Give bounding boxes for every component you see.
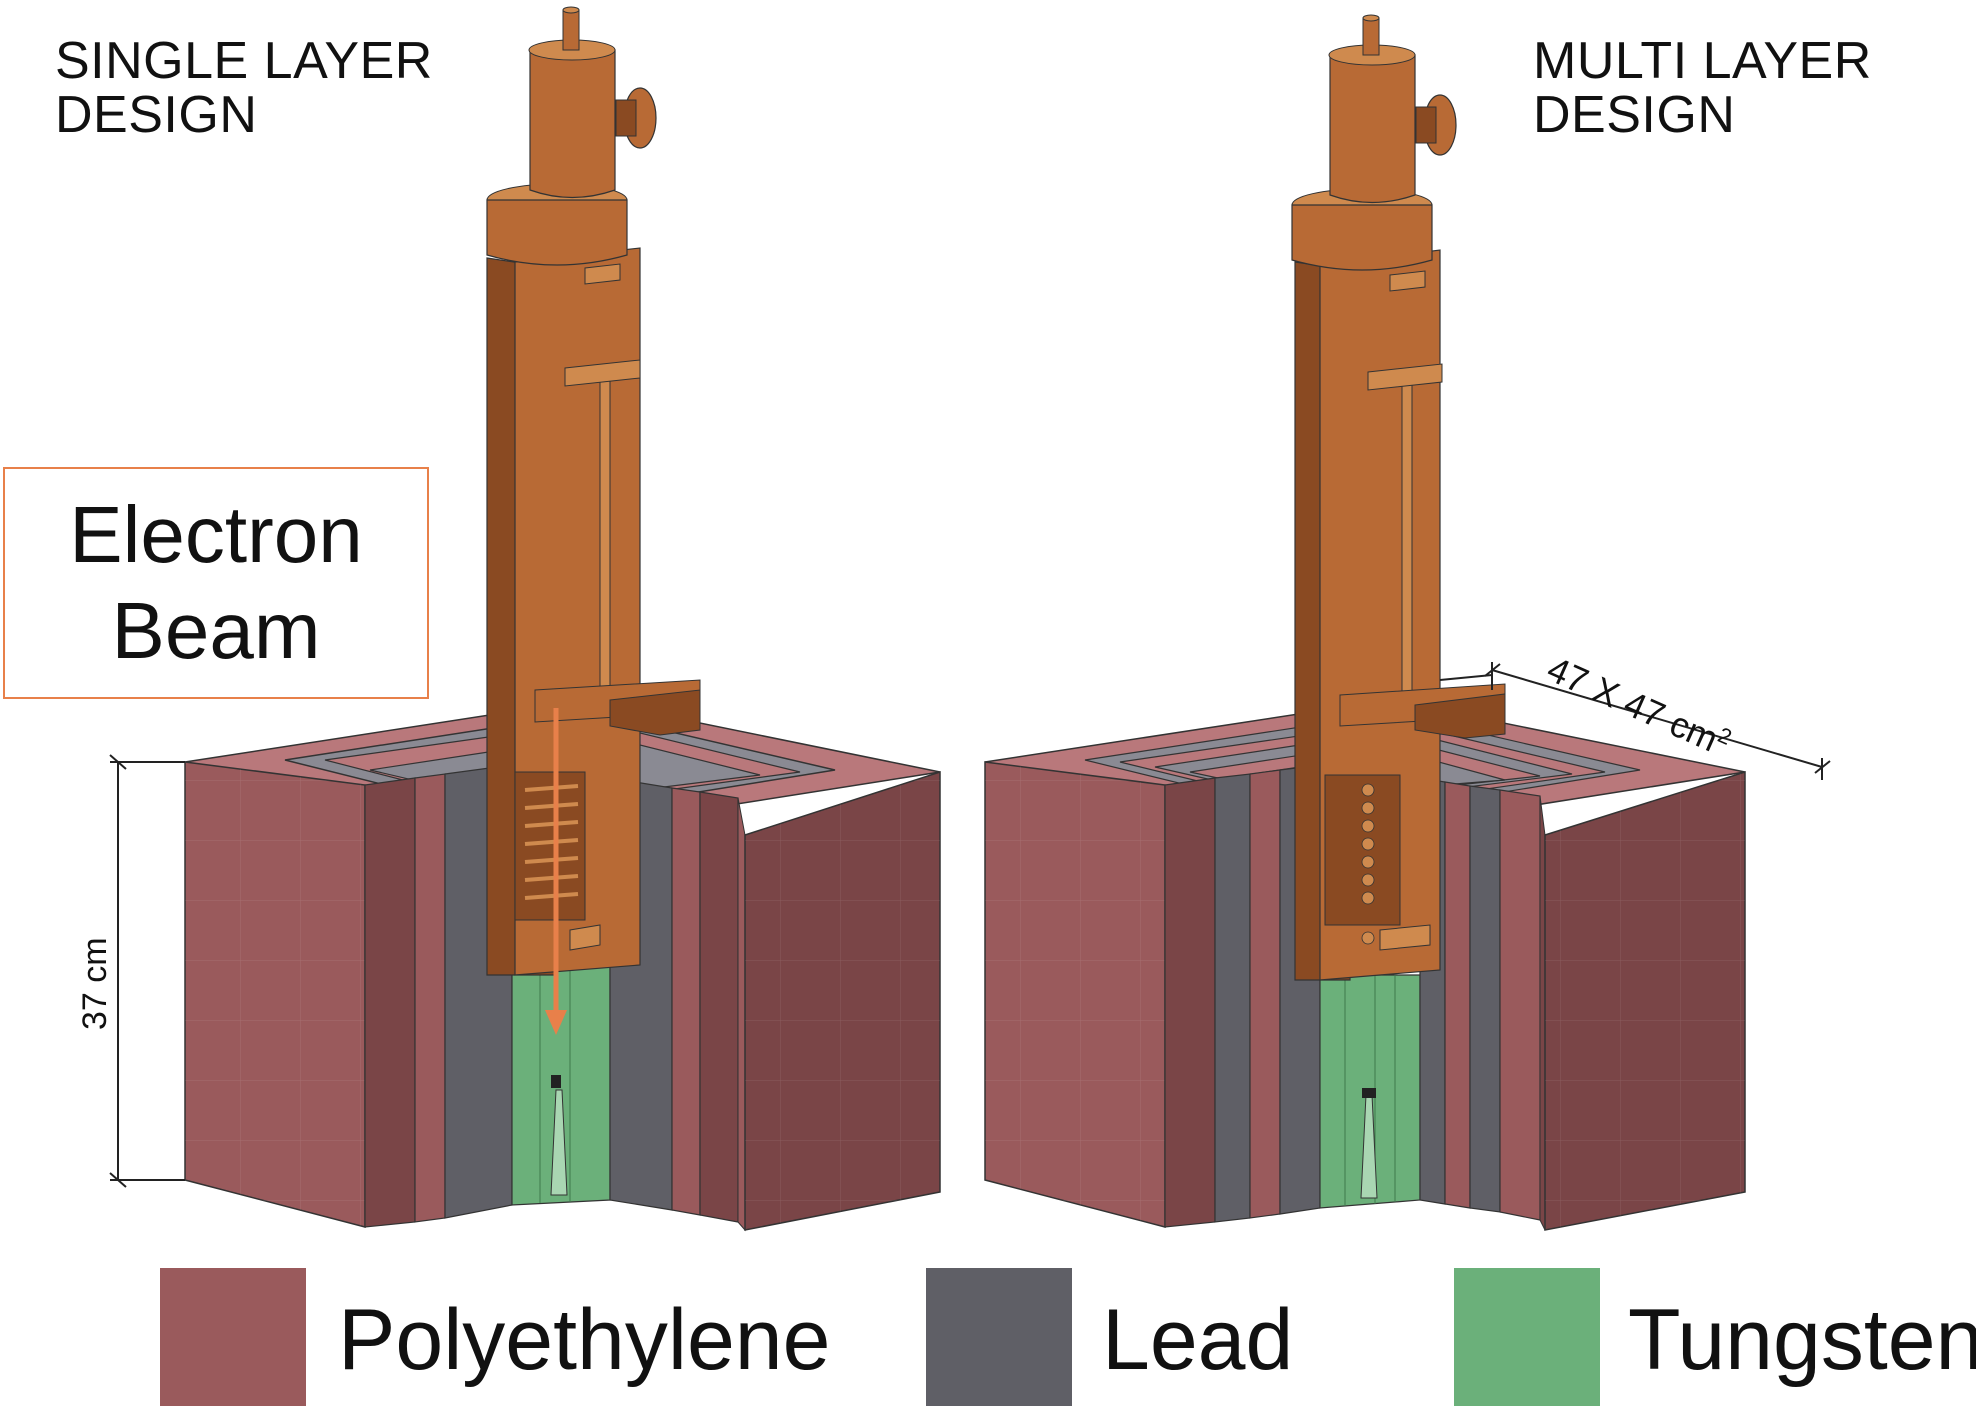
electron-beam-label-line-1: Electron [69, 490, 363, 579]
electron-beam-callout: Electron Beam [3, 467, 429, 699]
single-layer-title: SINGLE LAYER DESIGN [55, 34, 433, 142]
multi-layer-title-line-2: DESIGN [1533, 86, 1736, 144]
legend-label-tungsten: Tungsten [1628, 1292, 1976, 1388]
single-layer-shield [184, 699, 941, 1232]
legend-swatch-lead [926, 1268, 1072, 1406]
single-layer-title-line-1: SINGLE LAYER [55, 32, 433, 90]
multi-layer-title: MULTI LAYER DESIGN [1533, 34, 1872, 142]
beam-arrow-head [545, 1010, 567, 1035]
single-layer-title-line-2: DESIGN [55, 86, 258, 144]
legend-swatch-polyethylene [160, 1268, 306, 1406]
height-dimension-label: 37 cm [76, 937, 114, 1030]
single-layer-accelerator [486, 6, 701, 1088]
legend-label-polyethylene: Polyethylene [338, 1292, 831, 1388]
height-dimension [109, 754, 185, 1188]
electron-beam-label-line-2: Beam [111, 586, 321, 675]
legend-label-lead: Lead [1102, 1292, 1294, 1388]
multi-layer-title-line-1: MULTI LAYER [1533, 32, 1872, 90]
area-dimension [1439, 662, 1831, 780]
legend-swatch-tungsten [1454, 1268, 1600, 1406]
multi-layer-accelerator [1291, 14, 1506, 981]
